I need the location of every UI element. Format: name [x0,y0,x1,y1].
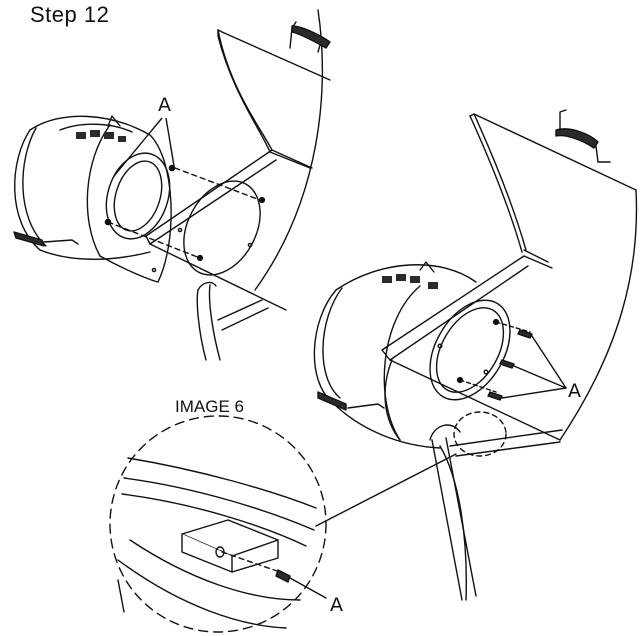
right-lid-handle [555,109,611,163]
left-grill-exploded-view [13,9,331,361]
step-title: Step 12 [30,2,110,27]
left-firebox [13,115,151,260]
left-lid-handle [289,21,331,53]
detail-image-label: IMAGE 6 [175,397,244,416]
right-firebox [313,261,477,449]
detail-image-6 [109,415,457,633]
left-leg [196,281,269,361]
right-chamber-opening [429,299,533,401]
left-flange [99,134,183,283]
right-grill-assembled-view [313,109,638,601]
callout-a-detail: A [330,594,343,616]
callout-a-left: A [158,94,171,116]
left-cook-chamber-end [145,149,313,311]
callout-a-right: A [568,380,581,402]
